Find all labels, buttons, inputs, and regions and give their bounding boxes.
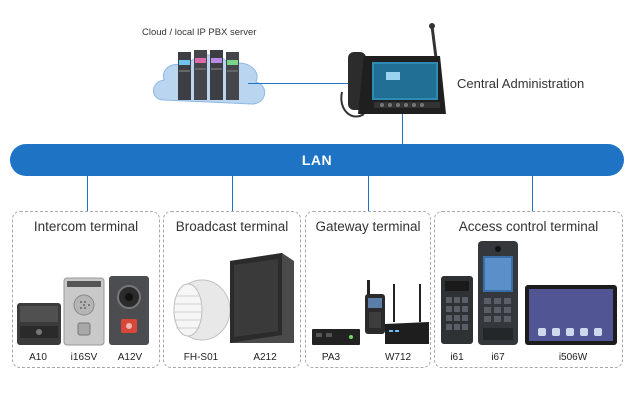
connector-server-phone (248, 83, 348, 84)
device-label-i67: i67 (491, 352, 505, 363)
device-label-a10: A10 (29, 352, 47, 363)
intercom-a12v-icon (109, 276, 149, 345)
access-i67-icon (478, 241, 518, 345)
lan-bar: LAN (10, 144, 624, 176)
gateway-w712-icon (385, 284, 429, 344)
speaker-fh-s01-icon (173, 279, 231, 341)
connector-lan-intercom (87, 176, 88, 211)
access-i61-icon (441, 276, 473, 344)
desk-phone-icon (340, 23, 446, 118)
group-broadcast-terminal: Broadcast terminal (163, 211, 301, 368)
device-label-fh-s01: FH-S01 (183, 352, 219, 363)
group-access-control-terminal: Access control terminal (434, 211, 623, 368)
access-i506w-icon (525, 285, 617, 345)
group-intercom-terminal: Intercom terminal (12, 211, 160, 368)
device-label-a12v: A12V (117, 352, 143, 363)
device-label-w712: W712 (384, 352, 412, 363)
connector-lan-access (532, 176, 533, 211)
intercom-a10-icon (17, 303, 61, 345)
cloud-server-icon (153, 50, 266, 105)
group-title: Access control terminal (458, 219, 599, 234)
device-label-i506w: i506W (558, 352, 588, 363)
speaker-a212-icon (230, 253, 294, 343)
server-label: Cloud / local IP PBX server (142, 27, 257, 38)
radio-handset-icon (365, 280, 385, 334)
device-label-i16sv: i16SV (70, 352, 98, 363)
device-label-a212: A212 (253, 352, 277, 363)
group-title: Broadcast terminal (175, 219, 289, 234)
intercom-i16sv-icon (63, 277, 105, 346)
group-title: Intercom terminal (33, 219, 139, 234)
connector-phone-lan (402, 114, 403, 144)
central-admin-label: Central Administration (457, 76, 585, 91)
group-title: Gateway terminal (315, 219, 421, 234)
lan-label: LAN (301, 152, 333, 168)
group-gateway-terminal: Gateway terminal (305, 211, 431, 368)
device-label-i61: i61 (450, 352, 464, 363)
connector-lan-broadcast (232, 176, 233, 211)
gateway-pa3-icon (312, 329, 360, 345)
connector-lan-gateway (368, 176, 369, 211)
device-label-pa3: PA3 (321, 352, 341, 363)
